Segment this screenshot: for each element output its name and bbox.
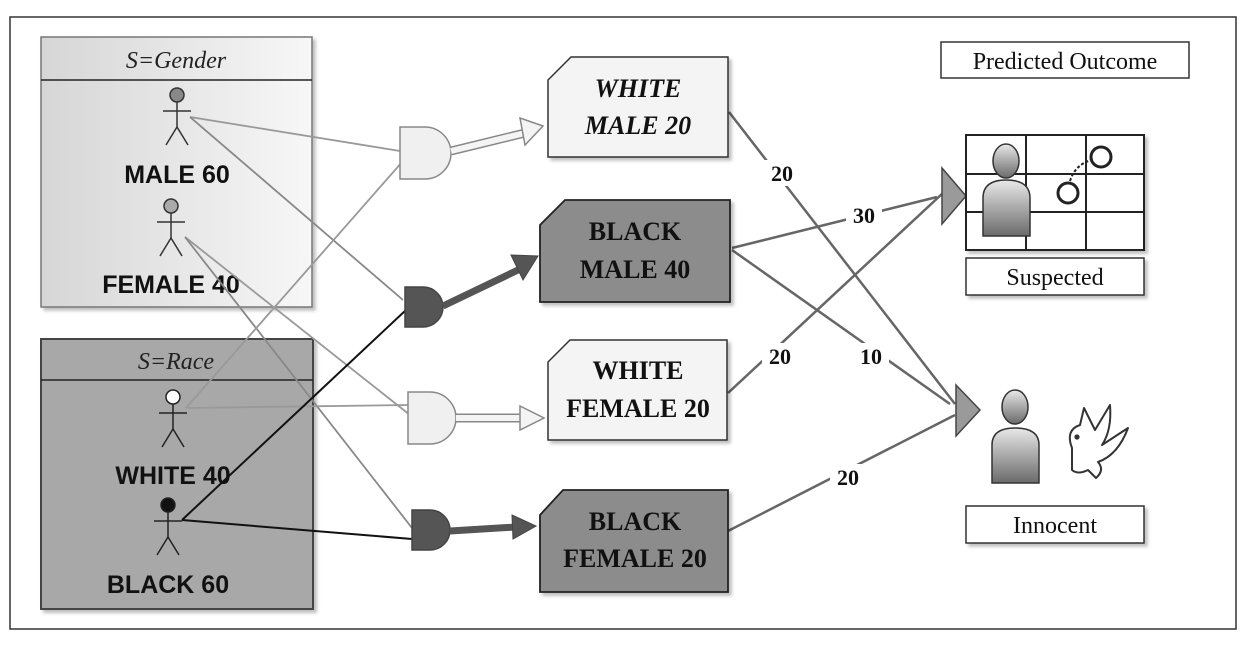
and-gate-black-female (411, 509, 451, 551)
innocent-outcome: Innocent (955, 383, 1145, 544)
male-person-icon (163, 87, 191, 146)
flow-label-black-male-suspected: 30 (853, 203, 875, 228)
male-label: MALE 60 (124, 161, 230, 189)
black-female-line1: BLACK (589, 507, 682, 536)
arrow-black-male (441, 254, 539, 310)
arrow-black-female (449, 514, 538, 540)
black-male-line2: MALE 40 (580, 255, 691, 284)
white-person-icon (159, 389, 187, 448)
svg-text:Predicted Outcome: Predicted Outcome (973, 49, 1158, 75)
arrow-white-male (449, 116, 545, 156)
outcome-arrow-innocent (955, 383, 982, 438)
race-panel: S=Race WHITE 40 BLACK 60 (40, 338, 314, 610)
white-female-line2: FEMALE 20 (566, 394, 710, 423)
connector-lines (181, 116, 413, 540)
gender-panel-title: S=Gender (126, 48, 227, 74)
suspected-outcome: Suspected (941, 134, 1145, 296)
and-gate-white-male (399, 126, 452, 180)
predicted-outcome-header: Predicted Outcome (940, 41, 1190, 79)
white-female-line1: WHITE (592, 356, 683, 385)
flow-label-black-male-innocent: 10 (860, 344, 882, 369)
group-white-male: WHITE MALE 20 (547, 56, 729, 158)
gender-panel: S=Gender MALE 60 FEMALE 40 (40, 36, 313, 308)
dove-icon (1068, 404, 1129, 479)
innocent-label: Innocent (1013, 513, 1097, 539)
and-gate-white-female (407, 391, 457, 445)
white-male-line2: MALE 20 (584, 111, 691, 140)
suspected-label: Suspected (1006, 265, 1103, 291)
person-silhouette-icon (991, 389, 1040, 484)
white-male-line1: WHITE (595, 74, 682, 103)
person-silhouette-icon (982, 143, 1031, 237)
group-white-female: WHITE FEMALE 20 (547, 339, 728, 441)
female-person-icon (157, 198, 185, 257)
and-gate-black-male (404, 286, 444, 328)
race-panel-title: S=Race (138, 349, 215, 375)
flow-label-black-female: 20 (837, 465, 859, 490)
handcuffs-icon (1056, 145, 1113, 205)
black-female-line2: FEMALE 20 (563, 544, 707, 573)
black-person-icon (154, 497, 182, 556)
black-male-line1: BLACK (589, 217, 682, 246)
black-label: BLACK 60 (107, 571, 229, 599)
group-black-male: BLACK MALE 40 (539, 199, 731, 303)
group-black-female: BLACK FEMALE 20 (539, 489, 729, 593)
outcome-arrow-suspected (941, 165, 967, 227)
flow-label-white-male: 20 (771, 161, 793, 186)
female-label: FEMALE 40 (102, 271, 240, 299)
flow-label-white-female: 20 (769, 344, 791, 369)
white-label: WHITE 40 (115, 462, 230, 490)
arrow-white-female (456, 404, 546, 432)
